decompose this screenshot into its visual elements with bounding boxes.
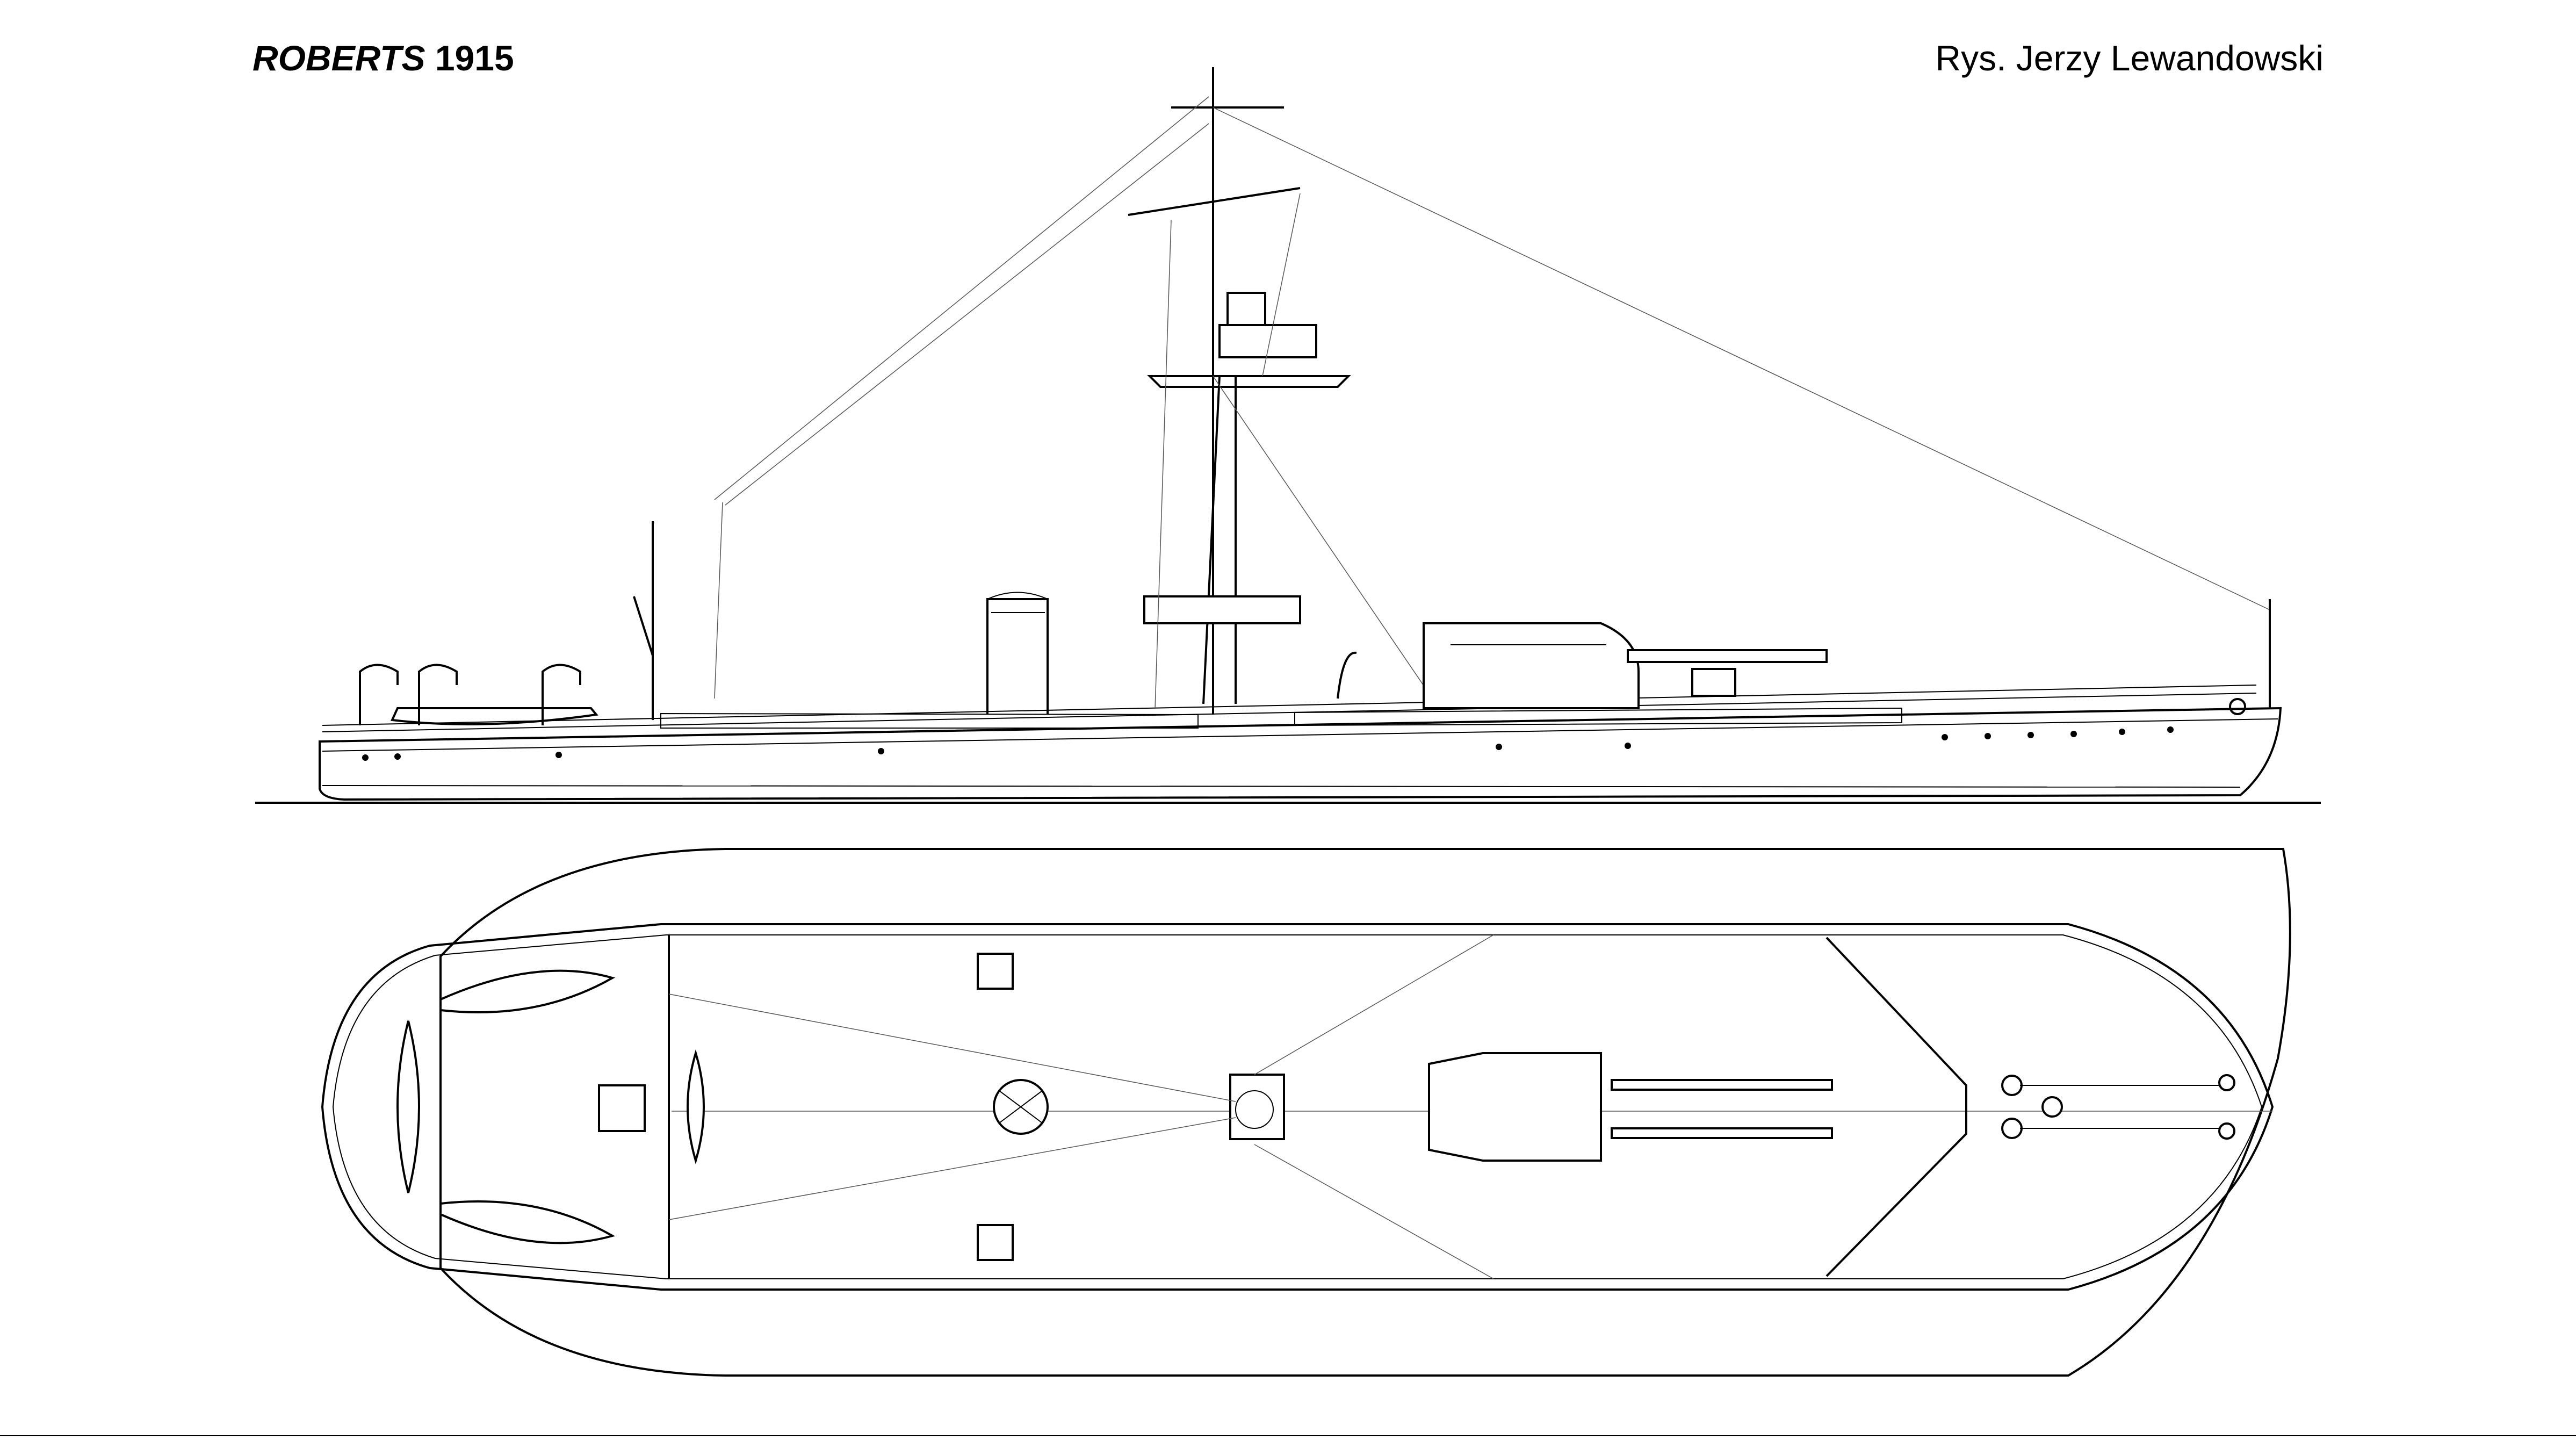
ship-name: ROBERTS (252, 38, 425, 78)
bow-anchor-icon (2229, 698, 2246, 715)
hatches (598, 953, 1014, 1261)
ventilator (1337, 651, 1357, 699)
tripod-mast (1128, 67, 1351, 715)
tripod-base (1229, 1074, 1285, 1140)
deck-edge (332, 934, 2263, 1279)
deck-railing (322, 685, 2257, 732)
portholes (362, 726, 2174, 761)
bridge-platform (1143, 595, 1301, 624)
rangefinder (1226, 292, 1266, 326)
drawing-title: ROBERTS 1915 (252, 38, 514, 78)
anchor-gear (2001, 1074, 2235, 1140)
breakwater (1825, 937, 1967, 1277)
spotting-top (1218, 324, 1317, 358)
ship-year: 1915 (435, 38, 514, 78)
rigging (714, 96, 2270, 710)
side-elevation (255, 67, 2321, 804)
plan-gun-starboard (1611, 1127, 1833, 1139)
side-boat (391, 707, 598, 725)
davits (359, 664, 581, 725)
bulge-outline (439, 848, 2291, 1377)
boot-topping (322, 785, 2241, 788)
deck-line (322, 718, 2278, 752)
side-main-turret (1423, 622, 1828, 709)
lower-yard (1128, 187, 1301, 216)
ventilator-box (1691, 668, 1736, 697)
side-hull (319, 707, 2282, 801)
aft-bulwark (1294, 707, 1902, 726)
plan-rigging (668, 934, 1494, 1279)
forward-bulwark (660, 712, 1199, 729)
after-derrick (633, 596, 654, 656)
gun-barrel (1627, 649, 1828, 663)
plan-view (321, 848, 2291, 1377)
plan-main-turret (1428, 1052, 1833, 1162)
funnel (986, 598, 1049, 715)
spotting-top-platform (1147, 375, 1351, 388)
plan-boats (396, 969, 705, 1244)
drawing-credit: Rys. Jerzy Lewandowski (1935, 38, 2324, 78)
plan-gun-port (1611, 1079, 1833, 1091)
deck-outline (321, 923, 2274, 1291)
